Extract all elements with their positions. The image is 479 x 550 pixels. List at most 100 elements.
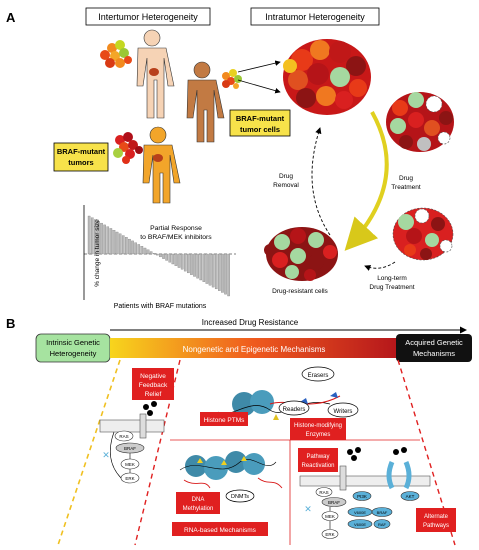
- waterfall-bar: [177, 253, 181, 268]
- waterfall-bar: [109, 228, 113, 255]
- waterfall-bar: [118, 233, 122, 255]
- pathway-right: RAS BRAF MEK ERK PI3K AKT V600E BRAF V60…: [299, 447, 431, 539]
- erasers-bubble: [301, 366, 335, 382]
- histone-enzymes-line2: Enzymes: [306, 432, 331, 438]
- waterfall-bar: [97, 221, 100, 255]
- panel-b-label: B: [6, 316, 15, 331]
- node-pi3k: PI3K: [357, 494, 367, 499]
- histone-ptms-label: Histone PTMs: [204, 417, 246, 424]
- long-term-line1: Long-term: [377, 275, 407, 282]
- intertumor-title: Intertumor Heterogeneity: [98, 12, 198, 22]
- alternate-pathways-line1: Alternate: [424, 514, 449, 520]
- dna-methylation-line2: Methylation: [183, 506, 214, 512]
- increased-resistance-label: Increased Drug Resistance: [202, 318, 299, 327]
- braf-cells-line2: tumor cells: [240, 125, 280, 134]
- tumor-cluster-1: [100, 40, 132, 68]
- tumor-mass-main: [283, 39, 371, 115]
- node-mek-left: MEK: [125, 462, 135, 467]
- waterfall-bar: [187, 253, 190, 274]
- pathway-reactivation-line1: Pathway: [306, 454, 329, 460]
- intrinsic-line1: Intrinsic Genetic: [46, 338, 100, 347]
- writers-label: Writers: [334, 409, 353, 415]
- pathway-left: RAS BRAF MEK ERK ✕: [99, 401, 165, 484]
- arrow-to-tumor-1: [237, 60, 281, 73]
- negative-feedback-box: [132, 368, 174, 400]
- waterfall-bar: [131, 240, 134, 255]
- dnmts-label: DNMTs: [231, 494, 249, 500]
- waterfall-bar: [168, 253, 172, 263]
- histone-enzymes-line1: Histone-modifying: [294, 423, 342, 429]
- waterfall-bar: [100, 222, 103, 255]
- waterfall-bar: [149, 251, 153, 255]
- nongenetic-gradient-bar: [110, 338, 398, 358]
- intertumor-title-box: [85, 7, 211, 26]
- intrinsic-line2: Heterogeneity: [50, 349, 97, 358]
- tumor-mass-longterm: [392, 207, 454, 261]
- waterfall-bar: [121, 235, 125, 255]
- histone-graphic: [217, 390, 341, 420]
- intratumor-title-box: [250, 7, 380, 26]
- waterfall-bar: [208, 253, 212, 286]
- erasers-label: Erasers: [308, 373, 329, 379]
- braf-cells-line1: BRAF-mutant: [236, 114, 285, 123]
- alternate-pathways-line2: Pathways: [423, 523, 449, 529]
- waterfall-bar: [193, 253, 196, 277]
- waterfall-bar: [162, 253, 165, 259]
- writers-bubble: [327, 402, 359, 418]
- node-erk-right: ERK: [325, 532, 334, 537]
- svg-text:✕: ✕: [304, 504, 312, 514]
- waterfall-bar: [171, 253, 175, 265]
- waterfall-bar: [87, 215, 91, 255]
- waterfall-bar: [115, 231, 119, 255]
- drug-treatment-line2: Treatment: [391, 184, 421, 191]
- waterfall-bar: [90, 217, 94, 255]
- negative-feedback-line2: Feedback: [139, 382, 168, 389]
- waterfall-bar: [214, 253, 218, 290]
- node-braf-left: BRAF: [124, 446, 136, 451]
- waterfall-bar: [221, 253, 224, 293]
- alternate-pathways-box: [416, 508, 456, 532]
- acquired-line1: Acquired Genetic: [405, 338, 463, 347]
- waterfall-bar: [196, 253, 199, 279]
- waterfall-plot: % change in tumor size Patients with BRA…: [83, 205, 236, 310]
- negative-feedback-line3: Relief: [145, 391, 162, 398]
- tumor-cluster-2: [222, 69, 242, 89]
- node-ras-right: RAS: [319, 490, 328, 495]
- pathway-reactivation-line2: Reactivation: [301, 463, 334, 469]
- node-mek-right: MEK: [325, 514, 335, 519]
- waterfall-bar: [183, 253, 187, 272]
- waterfall-bar: [205, 253, 209, 284]
- yellow-dashed-guide: [57, 359, 121, 546]
- nongenetic-label: Nongenetic and Epigenetic Mechanisms: [183, 345, 326, 354]
- waterfall-bar: [227, 253, 230, 297]
- waterfall-bar: [103, 224, 106, 255]
- node-braf-v600e-2: BRAF: [377, 510, 388, 515]
- node-raf: RAF: [378, 522, 387, 527]
- braf-cells-box: [229, 109, 291, 137]
- waterfall-bar: [211, 253, 215, 288]
- waterfall-bar: [174, 253, 178, 266]
- drug-treatment-line1: Drug: [399, 175, 413, 182]
- node-braf-right: BRAF: [328, 500, 340, 505]
- rna-mechanisms-label: RNA-based Mechanisms: [184, 527, 257, 534]
- acquired-box: [396, 334, 472, 362]
- waterfall-bar: [156, 253, 159, 256]
- svg-text:✕: ✕: [102, 450, 110, 460]
- waterfall-bar: [180, 253, 184, 270]
- node-braf-v600e-3: V600E: [354, 522, 366, 527]
- node-braf-v600e-1: V600E: [354, 510, 366, 515]
- tumor-mass-resistant: [264, 227, 338, 281]
- waterfall-x-label: Patients with BRAF mutations: [114, 303, 207, 310]
- intratumor-title: Intratumor Heterogeneity: [265, 12, 365, 22]
- drug-removal-line2: Removal: [273, 182, 299, 189]
- waterfall-y-label: % change in tumor size: [94, 219, 101, 287]
- partial-response-line2: to BRAF/MEK inhibitors: [140, 234, 212, 241]
- acquired-line2: Mechanisms: [413, 349, 455, 358]
- arrow-to-tumor-2: [237, 79, 281, 94]
- waterfall-bar: [134, 242, 137, 255]
- dna-methylation-line1: DNA: [192, 497, 205, 503]
- drug-removal-line1: Drug: [279, 173, 293, 180]
- waterfall-bar: [165, 253, 168, 261]
- dna-methylation-box: [176, 492, 220, 514]
- pathway-reactivation-box: [298, 448, 338, 472]
